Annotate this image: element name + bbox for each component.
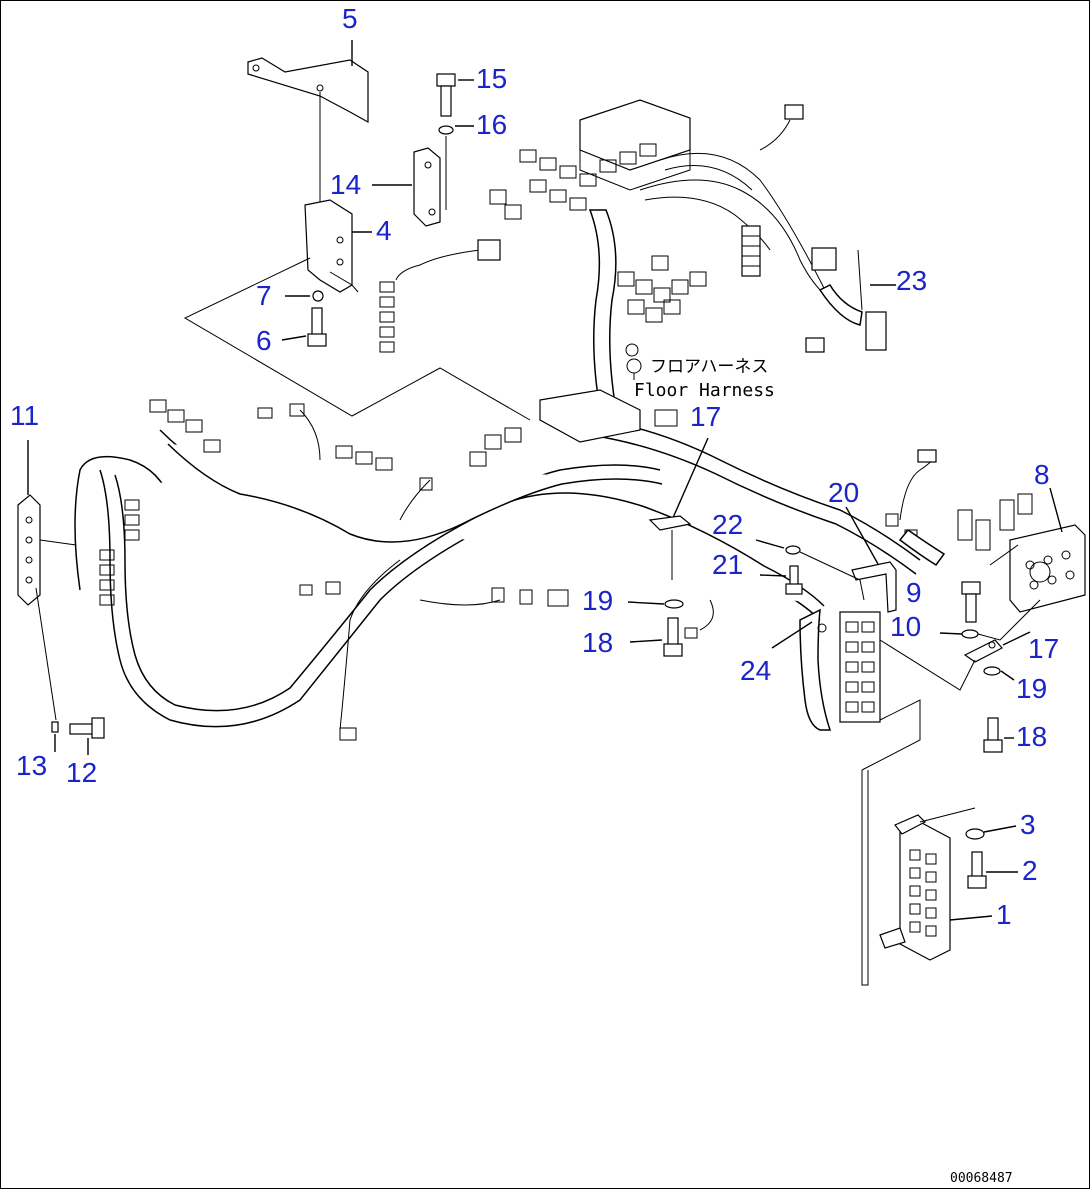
- callout-21: 21: [712, 549, 743, 580]
- callout-1: 1: [996, 899, 1012, 930]
- plate-8: [1009, 524, 1086, 613]
- callout-19-right: 19: [1016, 673, 1047, 704]
- washer-13: [51, 721, 59, 733]
- callout-10: 10: [890, 611, 921, 642]
- bolt-9: [961, 581, 981, 623]
- harness-trunk: [588, 209, 617, 411]
- callout-3: 3: [1020, 809, 1036, 840]
- fuse-block-1: [879, 814, 951, 961]
- callout-5: 5: [342, 3, 358, 34]
- callout-18: 18: [582, 627, 613, 658]
- callout-24: 24: [740, 655, 771, 686]
- label-en: Floor Harness: [634, 380, 775, 401]
- washer-3: [965, 828, 985, 840]
- washer-7: [312, 290, 324, 302]
- callout-7: 7: [256, 280, 272, 311]
- clamp-17-right: [963, 639, 1003, 663]
- washer-19-right: [983, 666, 1001, 676]
- relay-block: [489, 99, 691, 220]
- bolt-6: [307, 307, 327, 347]
- bracket-14: [413, 147, 441, 227]
- washer-10: [961, 629, 979, 639]
- callout-17-right: 17: [1028, 633, 1059, 664]
- callout-22: 22: [712, 509, 743, 540]
- bolt-12: [69, 717, 105, 739]
- callout-20: 20: [828, 477, 859, 508]
- callout-14: 14: [330, 169, 361, 200]
- callout-13: 13: [16, 750, 47, 781]
- callout-18-right: 18: [1016, 721, 1047, 752]
- callout-2: 2: [1022, 855, 1038, 886]
- callout-12: 12: [66, 757, 97, 788]
- connector-23: [818, 249, 887, 351]
- plate-11: [17, 494, 41, 606]
- bolt-18: [663, 617, 683, 657]
- bolt-2: [967, 851, 987, 889]
- callout-8: 8: [1034, 459, 1050, 490]
- callout-23: 23: [896, 265, 927, 296]
- bolt-18-right: [983, 717, 1003, 753]
- callout-19: 19: [582, 585, 613, 616]
- callout-9: 9: [906, 577, 922, 608]
- bracket-5: [247, 57, 369, 124]
- callout-15: 15: [476, 63, 507, 94]
- callout-17: 17: [690, 401, 721, 432]
- washer-16: [438, 125, 454, 135]
- callout-11: 11: [10, 400, 39, 431]
- callout-16: 16: [476, 109, 507, 140]
- clamp-20: [851, 561, 897, 613]
- bolt-21: [785, 565, 803, 595]
- callout-6: 6: [256, 325, 272, 356]
- relay-cluster: [617, 255, 707, 323]
- drawing-code: 00068487: [950, 1171, 1013, 1186]
- bolt-15: [436, 73, 456, 117]
- bracket-4: [304, 199, 359, 293]
- washer-22: [785, 545, 801, 555]
- callout-4: 4: [376, 215, 392, 246]
- label-jp: フロアハーネス: [650, 357, 768, 377]
- junction-24: [799, 608, 881, 731]
- washer-19: [664, 599, 684, 609]
